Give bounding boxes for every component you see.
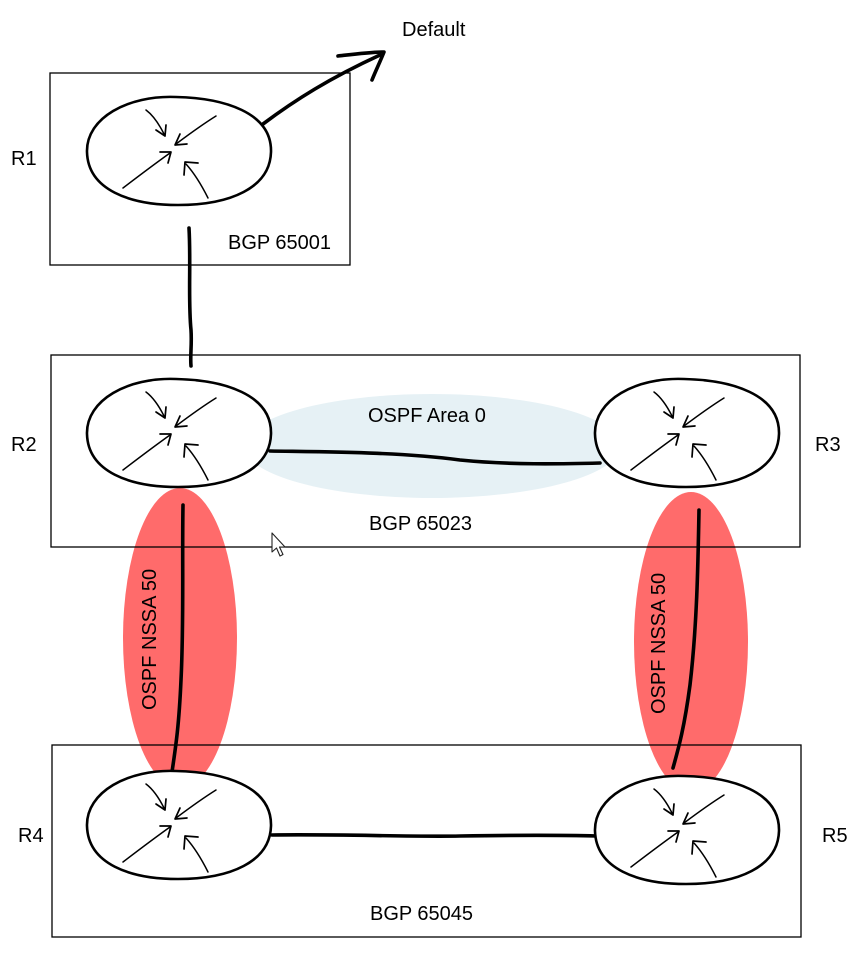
bgp-label-65001: BGP 65001 [228,232,331,254]
link-r2-r3 [268,449,602,466]
ospf-nssa-right-shape [634,492,748,792]
ospf-nssa-left-shape [123,488,237,788]
link-r4-r5 [270,832,599,839]
router-r4[interactable] [85,769,273,881]
router-icon [630,788,725,878]
bgp-label-65023: BGP 65023 [369,513,472,535]
ospf-nssa-right-label: OSPF NSSA 50 [648,573,670,714]
bgp-label-65045: BGP 65045 [370,903,473,925]
link-r1-r2 [187,226,194,368]
ospf-area0-shape [244,394,620,498]
link-r3-r5 [671,508,701,770]
bgp-as-box-65001 [49,72,351,266]
router-r5[interactable] [593,774,781,886]
router-label-r1: R1 [11,148,37,170]
ospf-area0-label: OSPF Area 0 [368,405,486,427]
default-route-label: Default [402,19,466,41]
router-label-r2: R2 [11,434,37,456]
router-icon [122,783,217,873]
router-label-r4: R4 [18,825,44,847]
router-icon [122,391,217,481]
ospf-nssa-left-label: OSPF NSSA 50 [139,569,161,710]
cursor-icon [271,532,286,557]
router-icon [630,391,725,481]
router-icon [122,109,217,199]
bgp-as-box-65023 [50,354,801,548]
link-r2-r4 [170,503,185,774]
router-r3[interactable] [593,377,781,489]
router-r1[interactable] [85,95,273,207]
bgp-as-box-65045 [51,744,802,938]
router-label-r3: R3 [815,434,841,456]
router-r2[interactable] [85,377,273,489]
router-label-r5: R5 [822,825,848,847]
default-route-arrow-icon [261,50,386,126]
